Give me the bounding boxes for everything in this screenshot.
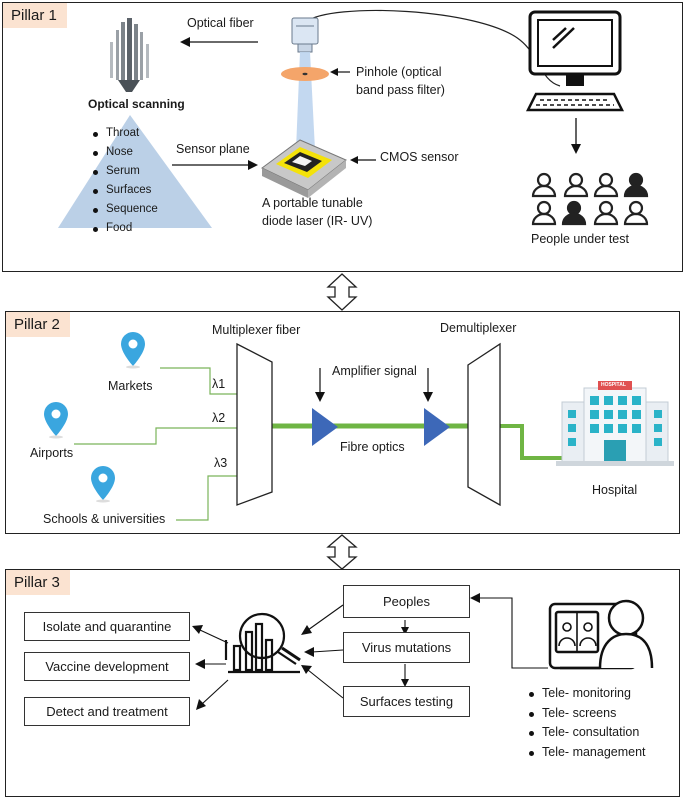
pinhole-label-line1: Pinhole (optical [356, 65, 442, 79]
flow-box-surfaces-testing: Surfaces testing [343, 686, 470, 717]
location-schools-label: Schools & universities [43, 512, 166, 526]
outcome-box-vaccine: Vaccine development [24, 652, 190, 681]
pinhole-label-line2: band pass filter) [356, 83, 445, 97]
list-item: Surfaces [92, 181, 158, 200]
list-item: Tele- screens [528, 704, 646, 724]
location-pin-icon [44, 402, 68, 439]
demultiplexer-shape [467, 342, 501, 507]
outcome-box-detect: Detect and treatment [24, 697, 190, 726]
list-item: Tele- monitoring [528, 684, 646, 704]
pillar-2-tag: Pillar 2 [6, 312, 70, 337]
list-item: Tele- management [528, 743, 646, 763]
location-pin-icon [121, 332, 145, 369]
flow-box-virus-mutations: Virus mutations [343, 632, 470, 663]
laser-label-line1: A portable tunable [262, 196, 363, 210]
location-pin-icon [91, 466, 115, 503]
tele-list: Tele- monitoring Tele- screens Tele- con… [528, 684, 646, 762]
list-item: Nose [92, 143, 158, 162]
demultiplexer-label: Demultiplexer [440, 321, 517, 335]
list-item: Food [92, 219, 158, 238]
optical-scanner-icon [110, 18, 149, 92]
sensor-plane-label: Sensor plane [176, 142, 250, 156]
flow-box-peoples: Peoples [343, 585, 470, 618]
location-markets-label: Markets [108, 379, 153, 393]
amplifier-triangle [312, 408, 338, 446]
amplifier-triangle [424, 408, 450, 446]
cmos-sensor-label: CMOS sensor [380, 150, 459, 164]
wavelength-1-label: λ1 [212, 377, 226, 391]
amplifier-signal-label: Amplifier signal [332, 364, 417, 378]
cmos-sensor-icon [261, 139, 347, 198]
optical-scanning-label: Optical scanning [88, 97, 185, 111]
data-analysis-magnifier-icon [224, 612, 301, 674]
people-under-test-label: People under test [531, 232, 629, 246]
list-item: Serum [92, 162, 158, 181]
optical-fiber-label: Optical fiber [187, 16, 254, 30]
double-arrow-icon [326, 273, 358, 311]
list-item: Tele- consultation [528, 723, 646, 743]
hospital-sign: HOSPITAL [601, 382, 626, 388]
computer-icon [525, 10, 625, 112]
list-item: Sequence [92, 200, 158, 219]
pillar-1-tag: Pillar 1 [3, 3, 67, 28]
people-under-test-icons [531, 172, 649, 226]
list-item: Throat [92, 124, 158, 143]
multiplexer-label: Multiplexer fiber [212, 323, 301, 337]
pillar-3-panel [5, 569, 680, 797]
pillar-2-panel [5, 311, 680, 534]
hospital-building-icon [556, 381, 674, 466]
telemedicine-icon [548, 599, 654, 670]
optical-scanning-triangle [58, 115, 212, 228]
location-airports-label: Airports [30, 446, 74, 460]
fibre-optics-label: Fibre optics [340, 440, 405, 454]
hospital-label: Hospital [592, 483, 638, 497]
wavelength-2-label: λ2 [212, 411, 226, 425]
wavelength-3-label: λ3 [214, 456, 228, 470]
outcome-box-isolate: Isolate and quarantine [24, 612, 190, 641]
laser-label-line2: diode laser (IR- UV) [262, 214, 373, 228]
sample-list: Throat Nose Serum Surfaces Sequence Food [92, 124, 158, 238]
multiplexer-shape [236, 342, 273, 506]
pillar-3-tag: Pillar 3 [6, 570, 70, 595]
